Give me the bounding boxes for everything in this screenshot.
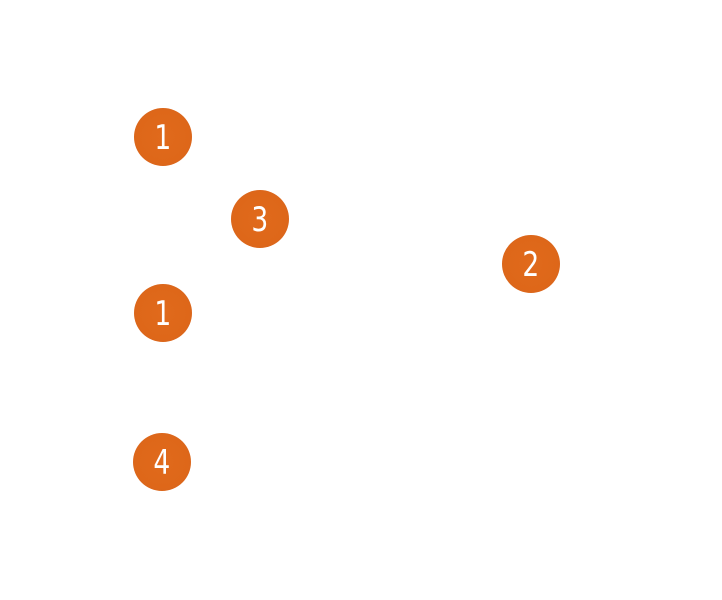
marker-label: 2 <box>522 244 540 285</box>
marker-label: 4 <box>153 442 171 483</box>
marker-label: 3 <box>251 199 269 240</box>
marker-label: 1 <box>154 117 172 158</box>
number-marker-1[interactable]: 1 <box>134 108 192 166</box>
number-marker-1-lower[interactable]: 1 <box>134 284 192 342</box>
number-marker-3[interactable]: 3 <box>231 190 289 248</box>
number-marker-4[interactable]: 4 <box>133 433 191 491</box>
number-marker-2[interactable]: 2 <box>502 235 560 293</box>
marker-label: 1 <box>154 293 172 334</box>
